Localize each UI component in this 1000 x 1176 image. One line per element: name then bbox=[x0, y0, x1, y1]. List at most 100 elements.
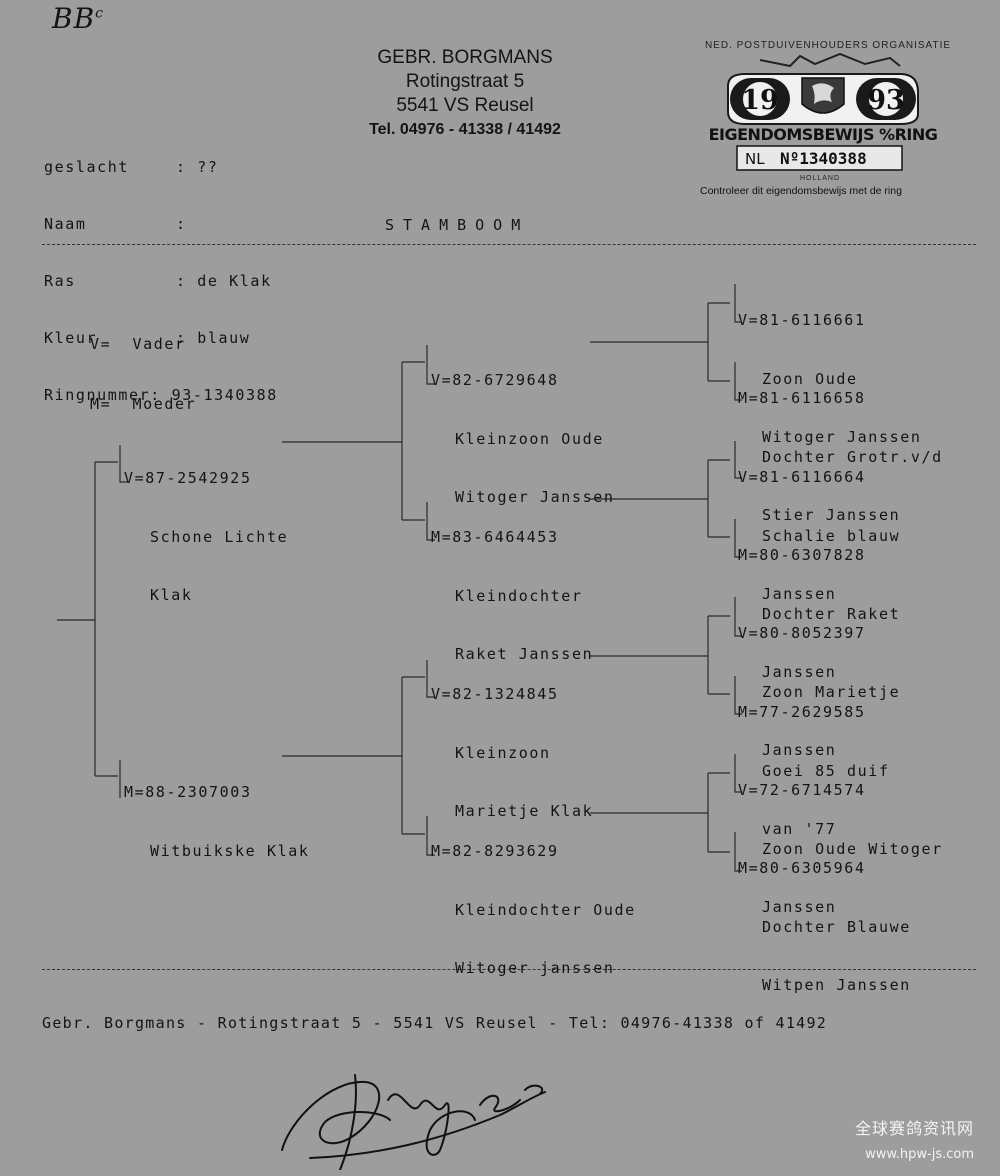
bird-name: Kleinzoon bbox=[455, 743, 551, 762]
pedigree-mf: V=82-1324845 Kleinzoon Marietje Klak bbox=[431, 646, 593, 841]
pedigree-father: V=87-2542925 Schone Lichte Klak bbox=[124, 430, 288, 625]
watermark-cn: 全球赛鸽资讯网 bbox=[855, 1119, 975, 1138]
bird-name: Goei 85 duif bbox=[762, 761, 890, 780]
bird-name: Janssen bbox=[762, 741, 837, 759]
bird-name: Witoger Janssen bbox=[455, 488, 615, 506]
info-label: Naam bbox=[44, 215, 87, 233]
info-sep: : bbox=[176, 158, 187, 176]
bird-name: Kleinzoon Oude bbox=[455, 429, 604, 448]
bird-name: Raket Janssen bbox=[455, 645, 594, 663]
bird-info: geslacht: ?? Naam: Ras: de Klak Kleur: b… bbox=[44, 120, 278, 424]
bird-name: Kleindochter Oude bbox=[455, 900, 636, 919]
legend: V= Vader M= Moeder bbox=[90, 294, 196, 434]
stamp-note: Controleer dit eigendomsbewijs met de ri… bbox=[700, 185, 902, 197]
info-label: Kleur bbox=[44, 329, 98, 347]
bird-name: Zoon Oude bbox=[762, 369, 858, 388]
bottom-divider bbox=[42, 969, 976, 970]
bird-name: Witpen Janssen bbox=[762, 976, 911, 994]
info-sep: : bbox=[176, 272, 187, 290]
info-row-ringnummer: Ringnummer: 93-1340388 bbox=[44, 386, 278, 405]
ring-code: M=77-2629585 bbox=[738, 703, 866, 721]
pedigree-mother: M=88-2307003 Witbuikske Klak bbox=[124, 744, 309, 920]
info-row-kleur: Kleur: blauw bbox=[44, 329, 278, 348]
info-row-ras: Ras: de Klak bbox=[44, 272, 278, 291]
stamp-country: NL bbox=[745, 150, 765, 168]
ring-code: M=82-8293629 bbox=[431, 842, 559, 860]
footer-address: Gebr. Borgmans - Rotingstraat 5 - 5541 V… bbox=[42, 1014, 828, 1032]
bird-name: Kleindochter bbox=[455, 586, 583, 605]
info-value: 93-1340388 bbox=[171, 386, 278, 404]
watermark: 全球赛鸽资讯网 www.hpw-js.com bbox=[855, 1116, 974, 1168]
pedigree-ff: V=82-6729648 Kleinzoon Oude Witoger Jans… bbox=[431, 332, 614, 527]
bird-name: Witoger janssen bbox=[455, 959, 615, 977]
info-row-geslacht: geslacht: ?? bbox=[44, 158, 278, 177]
ring-code: V=82-6729648 bbox=[431, 371, 559, 389]
info-sep: : bbox=[176, 215, 187, 233]
pedigree-fmf: V=81-6116664 Schalie blauw Janssen bbox=[738, 429, 900, 624]
stamp-org: NED. POSTDUIVENHOUDERS ORGANISATIE bbox=[705, 40, 951, 51]
stamp-title: EIGENDOMSBEWIJS %RING bbox=[709, 125, 938, 144]
pedigree-mfm: M=77-2629585 Goei 85 duif van '77 bbox=[738, 664, 890, 859]
info-value: de Klak bbox=[197, 272, 272, 290]
company-tel: Tel. 04976 - 41338 / 41492 bbox=[369, 121, 561, 138]
watermark-url: www.hpw-js.com bbox=[865, 1147, 975, 1162]
info-label: Ringnummer: bbox=[44, 386, 161, 404]
bird-name: Schone Lichte bbox=[150, 527, 289, 546]
bird-name: Dochter Raket bbox=[762, 604, 901, 623]
bird-name: Klak bbox=[150, 586, 193, 604]
pedigree-fm: M=83-6464453 Kleindochter Raket Janssen bbox=[431, 489, 593, 684]
bird-name: Zoon Oude Witoger bbox=[762, 839, 943, 858]
bird-name: Janssen bbox=[762, 898, 837, 916]
legend-key: M= bbox=[90, 395, 112, 413]
stamp-holland: HOLLAND bbox=[800, 175, 840, 182]
stamp-year-left-circle bbox=[741, 80, 779, 118]
bird-name: Dochter Blauwe bbox=[762, 917, 911, 936]
handwritten-note: BBc bbox=[52, 2, 104, 35]
bird-name: Dochter Grotr.v/d bbox=[762, 447, 943, 466]
legend-value: Moeder bbox=[132, 395, 197, 413]
company-city: 5541 VS Reusel bbox=[396, 95, 534, 116]
ring-ownership-stamp: NED. POSTDUIVENHOUDERS ORGANISATIE 19 93… bbox=[700, 40, 951, 197]
pedigree-mff: V=80-8052397 Zoon Marietje Janssen bbox=[738, 585, 900, 780]
bird-name: Witbuikske Klak bbox=[150, 841, 310, 860]
info-value: ?? bbox=[197, 158, 219, 176]
handwritten-note-text: BB bbox=[52, 2, 96, 35]
bird-name: Marietje Klak bbox=[455, 802, 594, 820]
ring-code: V=81-6116661 bbox=[738, 311, 866, 329]
company-header: GEBR. BORGMANS Rotingstraat 5 5541 VS Re… bbox=[300, 46, 630, 142]
stamp-year-left: 19 bbox=[741, 85, 779, 116]
info-value: blauw bbox=[197, 329, 251, 347]
info-label: Ras bbox=[44, 272, 76, 290]
legend-value: Vader bbox=[132, 335, 186, 353]
pedigree-mmm: M=80-6305964 Dochter Blauwe Witpen Janss… bbox=[738, 820, 911, 1015]
info-label: geslacht bbox=[44, 158, 130, 176]
legend-key: V= bbox=[90, 335, 112, 353]
bird-name: Zoon Marietje bbox=[762, 682, 901, 701]
ring-code: V=87-2542925 bbox=[124, 469, 252, 487]
top-divider bbox=[42, 244, 976, 245]
ring-code: V=81-6116664 bbox=[738, 468, 866, 486]
company-name: GEBR. BORGMANS bbox=[377, 47, 553, 68]
ring-code: V=72-6714574 bbox=[738, 781, 866, 799]
ring-code: V=82-1324845 bbox=[431, 685, 559, 703]
stamp-number: Nº1340388 bbox=[780, 149, 867, 168]
ring-code: M=81-6116658 bbox=[738, 389, 866, 407]
bird-name: Janssen bbox=[762, 663, 837, 681]
handwritten-note-sup: c bbox=[95, 5, 104, 22]
pedigree-fff: V=81-6116661 Zoon Oude Witoger Janssen bbox=[738, 272, 921, 467]
signature bbox=[281, 1074, 546, 1170]
stamp-lion-crest-icon bbox=[801, 77, 845, 114]
pedigree-fmm: M=80-6307828 Dochter Raket Janssen bbox=[738, 507, 900, 702]
bird-name: Schalie blauw bbox=[762, 526, 901, 545]
document-title: STAMBOOM bbox=[385, 216, 530, 234]
bird-name: van '77 bbox=[762, 820, 837, 838]
stamp-year-right: 93 bbox=[867, 85, 905, 116]
ring-code: M=83-6464453 bbox=[431, 528, 559, 546]
stamp-scribble bbox=[759, 52, 901, 68]
stamp-number-box bbox=[736, 145, 903, 171]
legend-row-vader: V= Vader bbox=[90, 334, 196, 354]
info-row-naam: Naam: bbox=[44, 215, 278, 234]
legend-row-moeder: M= Moeder bbox=[90, 394, 196, 414]
company-street: Rotingstraat 5 bbox=[405, 71, 525, 92]
